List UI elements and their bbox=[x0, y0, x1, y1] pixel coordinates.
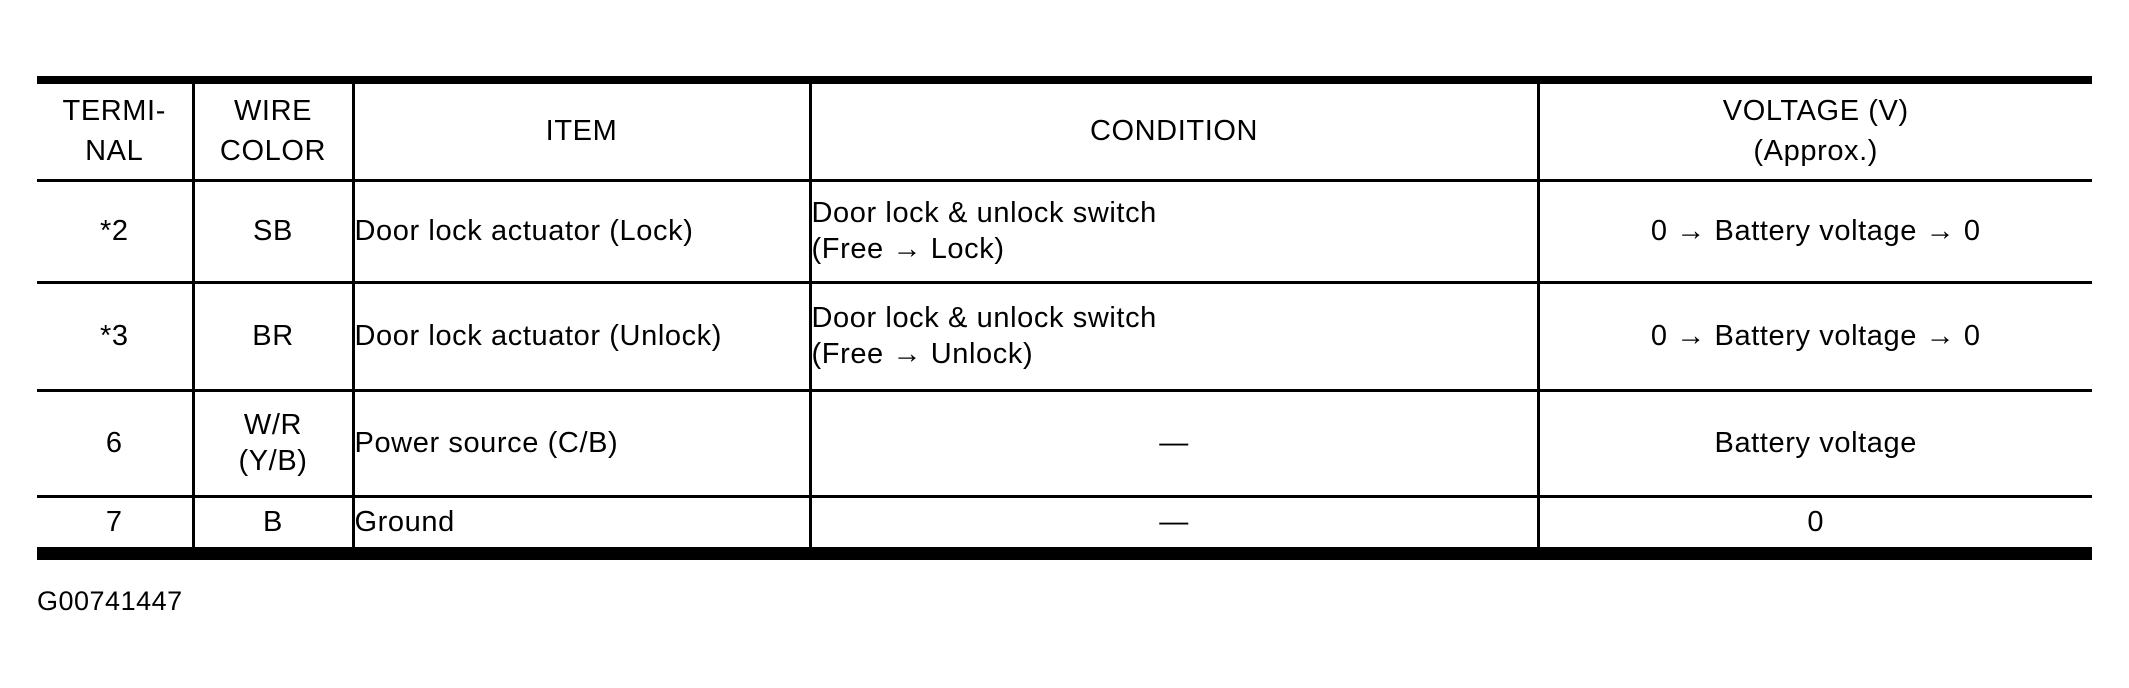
table-header-row: TERMI- NAL WIRE COLOR ITEM CONDITION VOL… bbox=[37, 80, 2092, 182]
cell-wire-color: SB bbox=[193, 180, 355, 284]
table-row: *3 BR Door lock actuator (Unlock) Door l… bbox=[37, 282, 2092, 392]
header-terminal: TERMI- NAL bbox=[37, 80, 195, 182]
header-wire-color: WIRE COLOR bbox=[193, 80, 355, 182]
cell-voltage: 0 → Battery voltage → 0 bbox=[1538, 180, 2092, 284]
cell-condition-dash: — bbox=[810, 390, 1540, 498]
cell-terminal: *2 bbox=[37, 180, 195, 284]
table-row: *2 SB Door lock actuator (Lock) Door loc… bbox=[37, 180, 2092, 284]
table-row: 6 W/R (Y/B) Power source (C/B) — Battery… bbox=[37, 390, 2092, 498]
cell-terminal: 7 bbox=[37, 496, 195, 553]
header-voltage: VOLTAGE (V) (Approx.) bbox=[1538, 80, 2092, 182]
cell-wire-color: BR bbox=[193, 282, 355, 392]
figure-id-label: G00741447 bbox=[37, 586, 183, 616]
cell-condition: Door lock & unlock switch (Free → Unlock… bbox=[810, 282, 1540, 392]
cell-condition: Door lock & unlock switch (Free → Lock) bbox=[810, 180, 1540, 284]
table-row: 7 B Ground — 0 bbox=[37, 496, 2092, 553]
cell-item: Power source (C/B) bbox=[353, 390, 812, 498]
cell-voltage: 0 bbox=[1807, 506, 1825, 538]
cell-voltage: 0 → Battery voltage → 0 bbox=[1538, 282, 2092, 392]
cell-item: Ground bbox=[353, 496, 812, 553]
terminal-voltage-spec-table: TERMI- NAL WIRE COLOR ITEM CONDITION VOL… bbox=[37, 76, 2092, 560]
cell-condition-dash: — bbox=[810, 496, 1540, 553]
cell-terminal: 6 bbox=[37, 390, 195, 498]
header-condition: CONDITION bbox=[810, 80, 1540, 182]
cell-wire-color: B bbox=[193, 496, 355, 553]
cell-voltage: Battery voltage bbox=[1538, 390, 2092, 498]
cell-item: Door lock actuator (Unlock) bbox=[353, 282, 812, 392]
header-item: ITEM bbox=[353, 80, 812, 182]
cell-terminal: *3 bbox=[37, 282, 195, 392]
cell-wire-color: W/R (Y/B) bbox=[193, 390, 355, 498]
cell-item: Door lock actuator (Lock) bbox=[353, 180, 812, 284]
